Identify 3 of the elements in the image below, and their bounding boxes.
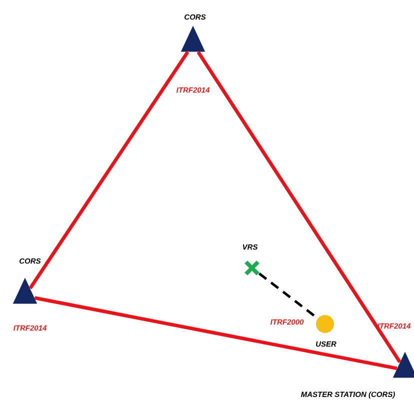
connector-line: [28, 50, 190, 290]
connector-line: [196, 50, 402, 364]
connector-line: [34, 296, 398, 370]
